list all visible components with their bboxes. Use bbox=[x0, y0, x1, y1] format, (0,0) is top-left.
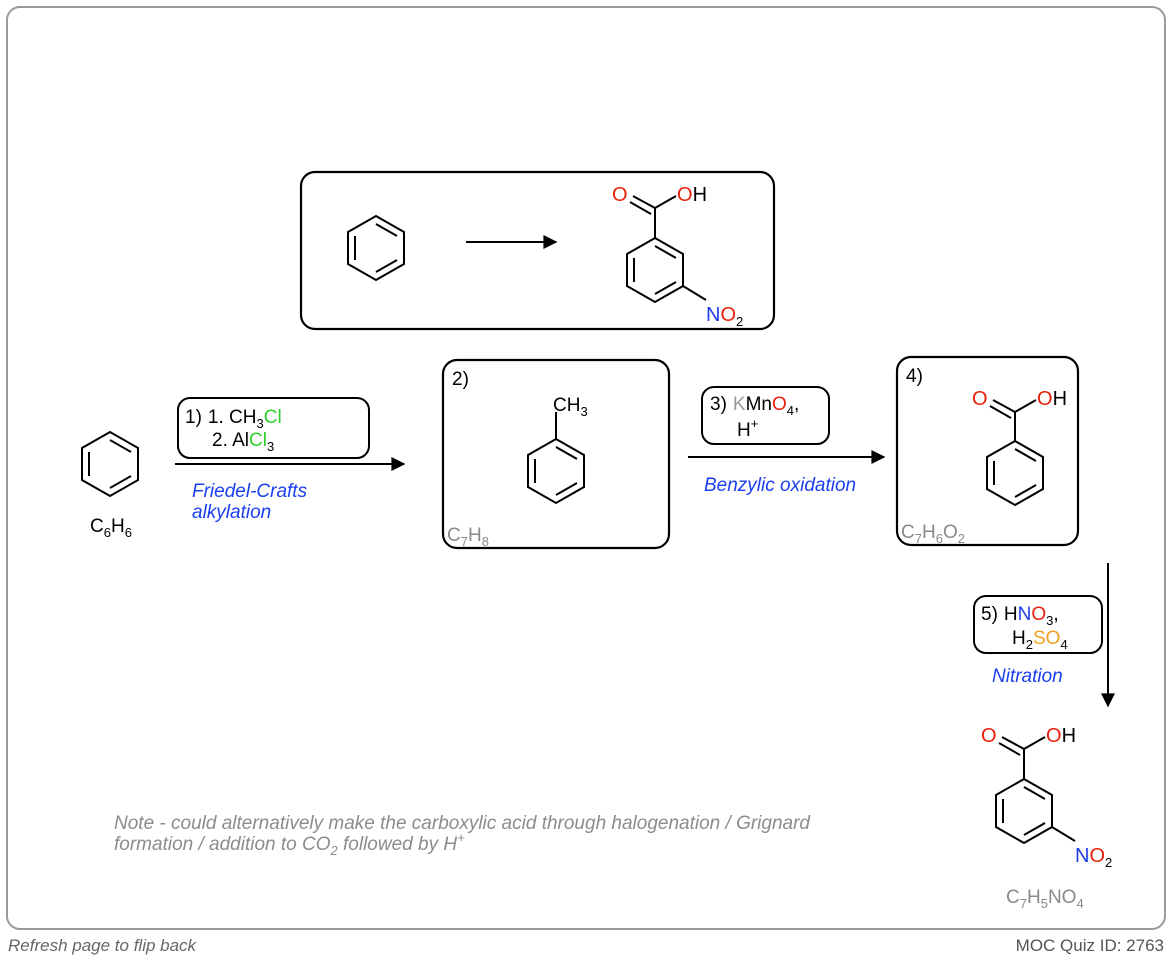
nitro-group: NO2 bbox=[706, 304, 743, 329]
refresh-hint: Refresh page to flip back bbox=[8, 936, 197, 955]
step1-reagent-box bbox=[177, 397, 370, 459]
note-line1: Note - could alternatively make the carb… bbox=[114, 813, 811, 834]
step5-line1: 5)HNO3, bbox=[981, 604, 1059, 628]
atom-oxygen: O bbox=[612, 184, 628, 206]
final-oxygen: O bbox=[981, 725, 997, 747]
step5-line2: H2SO4 bbox=[1012, 628, 1068, 652]
quiz-id: MOC Quiz ID: 2763 bbox=[1015, 936, 1164, 955]
atom-hydroxyl: OH bbox=[677, 184, 707, 206]
step5-label: Nitration bbox=[992, 666, 1063, 687]
benzene-formula: C6H6 bbox=[90, 516, 132, 540]
quiz-card-back[interactable] bbox=[6, 6, 1166, 930]
toluene-formula: C7H8 bbox=[447, 525, 489, 549]
methyl-group: CH3 bbox=[553, 395, 588, 419]
box2-number: 2) bbox=[452, 369, 469, 390]
question-box bbox=[299, 170, 776, 331]
note-line2: formation / addition to CO2 followed by … bbox=[114, 830, 465, 858]
step5-reagent-box bbox=[973, 595, 1103, 654]
step3-line2: H+ bbox=[737, 416, 758, 441]
benzene-question-structure bbox=[347, 214, 405, 282]
toluene-box bbox=[441, 358, 671, 550]
step3-label: Benzylic oxidation bbox=[704, 475, 856, 496]
step1-line1: 1)1. CH3Cl bbox=[185, 407, 282, 431]
3-nitrobenzoic-acid-structure bbox=[995, 736, 1076, 845]
benzoic-acid-box bbox=[895, 355, 1080, 547]
final-nitro-group: NO2 bbox=[1075, 845, 1112, 870]
step3-line1: 3)KMnO4, bbox=[710, 394, 799, 418]
step1-label-2: alkylation bbox=[192, 502, 271, 523]
final-hydroxyl: OH bbox=[1046, 725, 1076, 747]
toluene-structure bbox=[527, 412, 585, 505]
final-formula: C7H5NO4 bbox=[1006, 887, 1084, 911]
target-3-nitrobenzoic-acid-structure bbox=[626, 195, 707, 304]
step3-reagent-box bbox=[701, 386, 830, 445]
box4-oxygen: O bbox=[972, 388, 988, 410]
benzoic-acid-structure bbox=[986, 399, 1044, 507]
benzoic-acid-formula: C7H6O2 bbox=[901, 522, 965, 546]
box4-number: 4) bbox=[906, 366, 923, 387]
benzene-structure bbox=[81, 430, 139, 498]
step1-label-1: Friedel-Crafts bbox=[192, 481, 308, 502]
step1-line2: 2. AlCl3 bbox=[212, 430, 274, 454]
box4-hydroxyl: OH bbox=[1037, 388, 1067, 410]
